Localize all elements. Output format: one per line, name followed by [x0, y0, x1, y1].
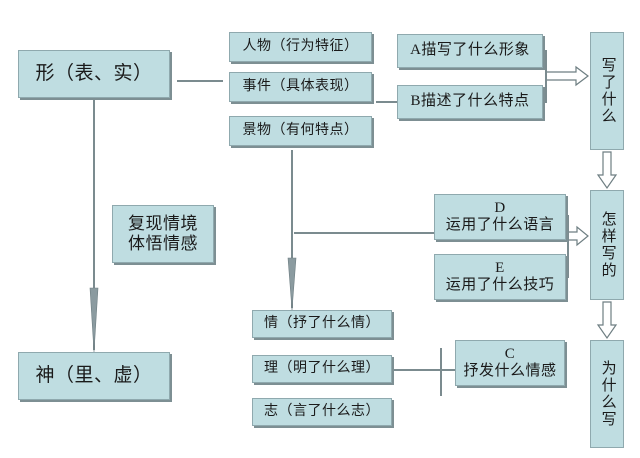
arrow-xing-to-shen [89, 100, 99, 353]
node-shen[interactable]: 神（里、虚） [18, 352, 170, 400]
connector-shijian-to-b [376, 101, 398, 103]
node-xing[interactable]: 形（表、实） [18, 50, 170, 98]
connector-e-stub [565, 276, 569, 278]
node-zhi[interactable]: 志（言了什么志） [252, 398, 392, 426]
node-c-qinggan[interactable]: C 抒发什么情感 [455, 340, 565, 386]
connector-b-stub [543, 101, 547, 103]
node-a-xingxiang[interactable]: A描写了什么形象 [397, 34, 543, 68]
arrow-to-xiele [545, 65, 589, 87]
connector-d-branch [294, 232, 435, 234]
connector-ab-join [545, 50, 547, 102]
node-b-tedian[interactable]: B描述了什么特点 [397, 85, 543, 119]
node-shijian[interactable]: 事件（具体表现） [229, 72, 372, 102]
connector-li-to-c [394, 369, 456, 371]
node-xiele-shenme[interactable]: 写了什么 [590, 32, 624, 150]
node-fuxian-qingjing[interactable]: 复现情境 体悟情感 [112, 205, 214, 263]
node-qing[interactable]: 情（抒了什么情） [252, 310, 392, 338]
arrow-xiele-to-zenyang [596, 151, 618, 190]
node-li[interactable]: 理（明了什么理） [252, 355, 392, 383]
connector-d-stub [565, 215, 569, 217]
arrow-jingwu-to-qing [287, 150, 297, 311]
node-jingwu[interactable]: 景物（有何特点） [229, 116, 372, 146]
node-zenyang-xiede[interactable]: 怎样写的 [590, 190, 624, 300]
node-e-jiqiao[interactable]: E 运用了什么技巧 [434, 254, 566, 300]
connector-de-join [567, 215, 569, 277]
node-d-yuyan[interactable]: D 运用了什么语言 [434, 194, 566, 240]
arrow-zenyang-to-weishenme [596, 301, 618, 340]
node-renwu[interactable]: 人物（行为特征） [229, 32, 372, 62]
connector-lizhi-join [440, 348, 442, 396]
connector-a-stub [543, 50, 547, 52]
connector-xing-to-shijian [177, 80, 223, 82]
node-weishenme-xie[interactable]: 为什么写 [590, 340, 624, 448]
